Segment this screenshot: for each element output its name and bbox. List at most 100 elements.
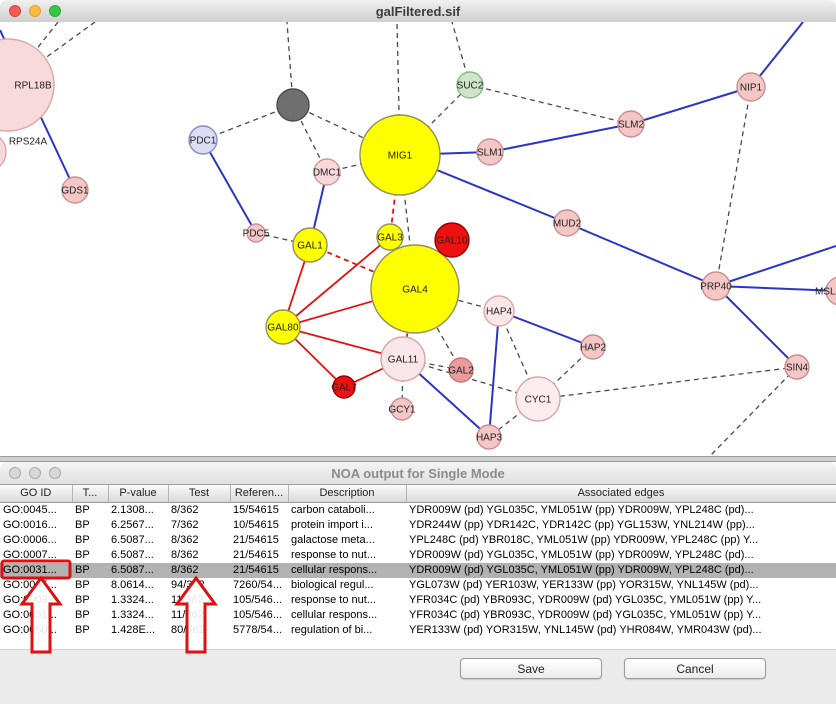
- network-node-pdc1[interactable]: [188, 125, 218, 155]
- network-edge-pp[interactable]: [715, 285, 798, 368]
- network-edge-pp[interactable]: [715, 245, 836, 287]
- network-edge-pd[interactable]: [498, 310, 539, 400]
- table-cell: GO:0050...: [0, 622, 72, 638]
- network-edge-pd[interactable]: [537, 366, 798, 400]
- network-edge-pp[interactable]: [202, 139, 257, 234]
- zoom-button[interactable]: [49, 467, 61, 479]
- node-label-gal11: GAL11: [388, 355, 419, 366]
- network-node-sin4[interactable]: [784, 354, 810, 380]
- table-cell: 1.3324...: [108, 592, 168, 608]
- column-header-description[interactable]: Description: [288, 485, 407, 503]
- save-button[interactable]: Save: [460, 658, 602, 679]
- network-node-gal11[interactable]: [380, 336, 426, 382]
- noa-window-titlebar[interactable]: NOA output for Single Mode: [0, 462, 836, 485]
- table-cell: 2.1308...: [108, 502, 168, 518]
- network-canvas[interactable]: RPL18BRPS24AMIG1GAL4CYC1GAL11PDC1SUC2SLM…: [0, 22, 836, 456]
- network-edge-pd[interactable]: [715, 86, 752, 287]
- network-node-mud2[interactable]: [553, 209, 581, 237]
- network-edge-pd[interactable]: [402, 358, 539, 400]
- network-node-gal4[interactable]: [370, 244, 460, 334]
- network-edge-pd[interactable]: [292, 104, 401, 156]
- network-window-titlebar[interactable]: galFiltered.sif: [0, 0, 836, 23]
- column-header-p_value[interactable]: P-value: [108, 485, 169, 503]
- network-node-gal1[interactable]: [292, 227, 328, 263]
- network-node-dmc1[interactable]: [313, 158, 341, 186]
- network-edge-pd[interactable]: [202, 104, 294, 141]
- network-node-slm1[interactable]: [476, 138, 504, 166]
- table-cell: YDR009W (pd) YGL035C, YML051W (pp) YDR00…: [406, 562, 836, 578]
- table-cell: 105/546...: [230, 592, 288, 608]
- network-node-msl5[interactable]: [825, 276, 836, 306]
- network-node-nip1[interactable]: [736, 72, 766, 102]
- network-edge-pp[interactable]: [489, 123, 632, 153]
- network-node-gal10[interactable]: [434, 222, 470, 258]
- network-node-pdc5[interactable]: [246, 223, 266, 243]
- close-button[interactable]: [9, 5, 21, 17]
- network-edge-pd[interactable]: [709, 366, 798, 456]
- network-node-slm2[interactable]: [617, 110, 645, 138]
- node-label-sin4: SIN4: [786, 363, 809, 374]
- table-cell: carbon cataboli...: [288, 502, 406, 518]
- table-cell: 6.5087...: [108, 532, 168, 548]
- node-label-gal1: GAL1: [297, 241, 323, 252]
- node-label-hap3: HAP3: [476, 433, 503, 444]
- network-node-mig1[interactable]: [359, 114, 441, 196]
- node-label-pdc5: PDC5: [243, 229, 270, 240]
- network-edge-pp[interactable]: [566, 222, 717, 287]
- network-node-gal3[interactable]: [376, 223, 404, 251]
- minimize-button[interactable]: [29, 5, 41, 17]
- network-node-suc2[interactable]: [456, 71, 484, 99]
- network-edge-pp[interactable]: [715, 285, 836, 292]
- network-node-hap3[interactable]: [476, 424, 502, 450]
- table-cell: GO:0016...: [0, 517, 72, 533]
- network-node-gal2[interactable]: [448, 357, 474, 383]
- network-node-hap2[interactable]: [580, 334, 606, 360]
- network-node-rps24a[interactable]: [0, 132, 7, 172]
- network-edge-pd[interactable]: [469, 84, 632, 125]
- network-node-rpl18b[interactable]: [0, 38, 55, 132]
- window-title: NOA output for Single Mode: [331, 465, 505, 481]
- minimize-button[interactable]: [29, 467, 41, 479]
- table-cell: response to nut...: [288, 547, 406, 563]
- network-edge-pp[interactable]: [630, 86, 752, 125]
- node-label-hap4: HAP4: [486, 307, 513, 318]
- close-button[interactable]: [9, 467, 21, 479]
- zoom-button[interactable]: [49, 5, 61, 17]
- cancel-button[interactable]: Cancel: [624, 658, 766, 679]
- node-label-gal80: GAL80: [267, 323, 299, 334]
- network-edge-pd[interactable]: [399, 84, 471, 156]
- network-edge-pd[interactable]: [414, 288, 462, 371]
- network-node-gray[interactable]: [276, 88, 310, 122]
- network-node-hap4[interactable]: [483, 295, 515, 327]
- node-label-gal7: GAL7: [331, 383, 357, 394]
- network-node-gds1[interactable]: [61, 176, 89, 204]
- network-edge-pp[interactable]: [488, 310, 500, 438]
- column-header-type[interactable]: T...: [72, 485, 109, 503]
- network-edge-red_pp[interactable]: [282, 236, 391, 328]
- column-header-test[interactable]: Test: [168, 485, 231, 503]
- table-cell: 8/362: [168, 502, 230, 518]
- column-header-reference[interactable]: Referen...: [230, 485, 289, 503]
- network-node-gcy1[interactable]: [390, 397, 414, 421]
- column-header-go_id[interactable]: GO ID: [0, 485, 73, 503]
- table-cell: GO:0045...: [0, 502, 72, 518]
- node-label-mud2: MUD2: [553, 219, 582, 230]
- network-node-cyc1[interactable]: [515, 376, 561, 422]
- network-node-prp40[interactable]: [701, 271, 731, 301]
- network-edge-pp[interactable]: [498, 310, 594, 348]
- network-node-gal80[interactable]: [265, 309, 301, 345]
- column-header-associated_edges[interactable]: Associated edges: [406, 485, 836, 503]
- table-cell: BP: [72, 577, 108, 593]
- network-node-gal7[interactable]: [332, 375, 356, 399]
